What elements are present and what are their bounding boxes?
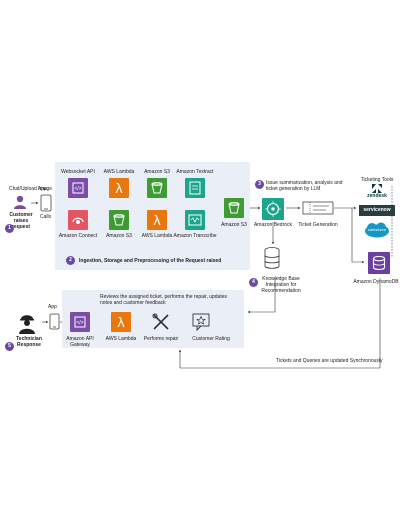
zendesk-logo: zendesk bbox=[360, 184, 394, 202]
api-gateway-label: Amazon API Gateway bbox=[66, 336, 94, 348]
s3-merge-label: Amazon S3 bbox=[221, 222, 247, 228]
textract-icon bbox=[185, 178, 205, 198]
lambda-bottom-icon: λ bbox=[147, 210, 167, 230]
svg-text:λ: λ bbox=[115, 182, 123, 197]
phone-icon bbox=[40, 194, 52, 212]
amazon-textract-label: Amazon Textract bbox=[176, 169, 214, 175]
customer-label: Customer raises request bbox=[9, 212, 33, 230]
knowledge-base-label: Knowledge Base Integration for Recommend… bbox=[261, 276, 301, 294]
dynamodb-icon bbox=[368, 252, 390, 274]
bedrock-summary-label: Issue summarization, analysis and ticket… bbox=[266, 180, 343, 192]
amazon-s3-bottom-label: Amazon S3 bbox=[106, 233, 132, 239]
s3-bucket-icon bbox=[147, 178, 167, 198]
technician-icon bbox=[16, 312, 38, 334]
tech-lambda-label: AWS Lambda bbox=[105, 336, 137, 342]
salesforce-logo: salesforce bbox=[364, 222, 390, 238]
amazon-transcribe-label: Amazon Transcribe bbox=[173, 233, 217, 239]
step-3-badge: 3 bbox=[255, 180, 264, 189]
ticket-icon bbox=[302, 201, 334, 215]
performs-repair-label: Performs repair bbox=[143, 336, 179, 342]
s3-merge-icon bbox=[224, 198, 244, 218]
step-1-badge: 1 bbox=[5, 224, 14, 233]
svg-text:λ: λ bbox=[117, 316, 125, 331]
amazon-s3-top-label: Amazon S3 bbox=[144, 169, 170, 175]
step-5-badge: 5 bbox=[5, 342, 14, 351]
zendesk-text: zendesk bbox=[367, 193, 387, 199]
technician-panel bbox=[62, 290, 244, 348]
step-2-badge: 2 bbox=[66, 256, 75, 265]
svg-text:λ: λ bbox=[153, 214, 161, 229]
technician-description: Reviews the assigned ticket, performs th… bbox=[100, 294, 228, 306]
technician-label: Technician Response bbox=[16, 336, 42, 348]
svg-text:</>: </> bbox=[74, 186, 81, 192]
transcribe-icon bbox=[185, 210, 205, 230]
api-gateway-icon: </> bbox=[70, 312, 90, 332]
customer-icon bbox=[12, 194, 28, 210]
ticket-generation-label: Ticket Generation bbox=[298, 222, 338, 228]
websocket-api-icon: </> bbox=[68, 178, 88, 198]
customer-rating-label: Customer Rating bbox=[192, 336, 230, 342]
knowledge-base-db-icon bbox=[263, 246, 281, 270]
technician-phone-icon bbox=[49, 313, 60, 330]
amazon-connect-icon bbox=[68, 210, 88, 230]
technician-app-label: App bbox=[48, 304, 57, 310]
aws-lambda-top-label: AWS Lambda bbox=[103, 169, 135, 175]
svg-text:</>: </> bbox=[76, 320, 83, 326]
aws-lambda-bottom-label: AWS Lambda bbox=[141, 233, 173, 239]
bedrock-label: Amazon Bedrock bbox=[253, 222, 293, 228]
lambda-icon: λ bbox=[109, 178, 129, 198]
amazon-connect-label: Amazon Connect bbox=[58, 233, 98, 239]
app-label: App bbox=[38, 186, 47, 192]
rating-star-icon bbox=[191, 312, 211, 332]
calls-label: Calls bbox=[40, 214, 52, 220]
chat-upload-label: Chat/Upload Image bbox=[9, 186, 53, 192]
sync-note: Tickets and Queries are updated Synchron… bbox=[276, 358, 383, 364]
tools-repair-icon bbox=[151, 312, 171, 332]
salesforce-text: salesforce bbox=[367, 227, 387, 232]
bedrock-brain-icon bbox=[262, 198, 284, 220]
ticketing-tools-title: Ticketing Tools bbox=[360, 177, 394, 183]
dynamodb-label: Amazon DynamoDB bbox=[353, 279, 399, 285]
ingestion-caption: Ingestion, Storage and Preprocessing of … bbox=[79, 258, 222, 264]
websocket-api-label: Websocket API bbox=[61, 169, 95, 175]
step-4-badge: 4 bbox=[249, 278, 258, 287]
servicenow-logo: servicenow bbox=[359, 205, 395, 216]
tech-lambda-icon: λ bbox=[111, 312, 131, 332]
s3-bucket-bottom-icon bbox=[109, 210, 129, 230]
